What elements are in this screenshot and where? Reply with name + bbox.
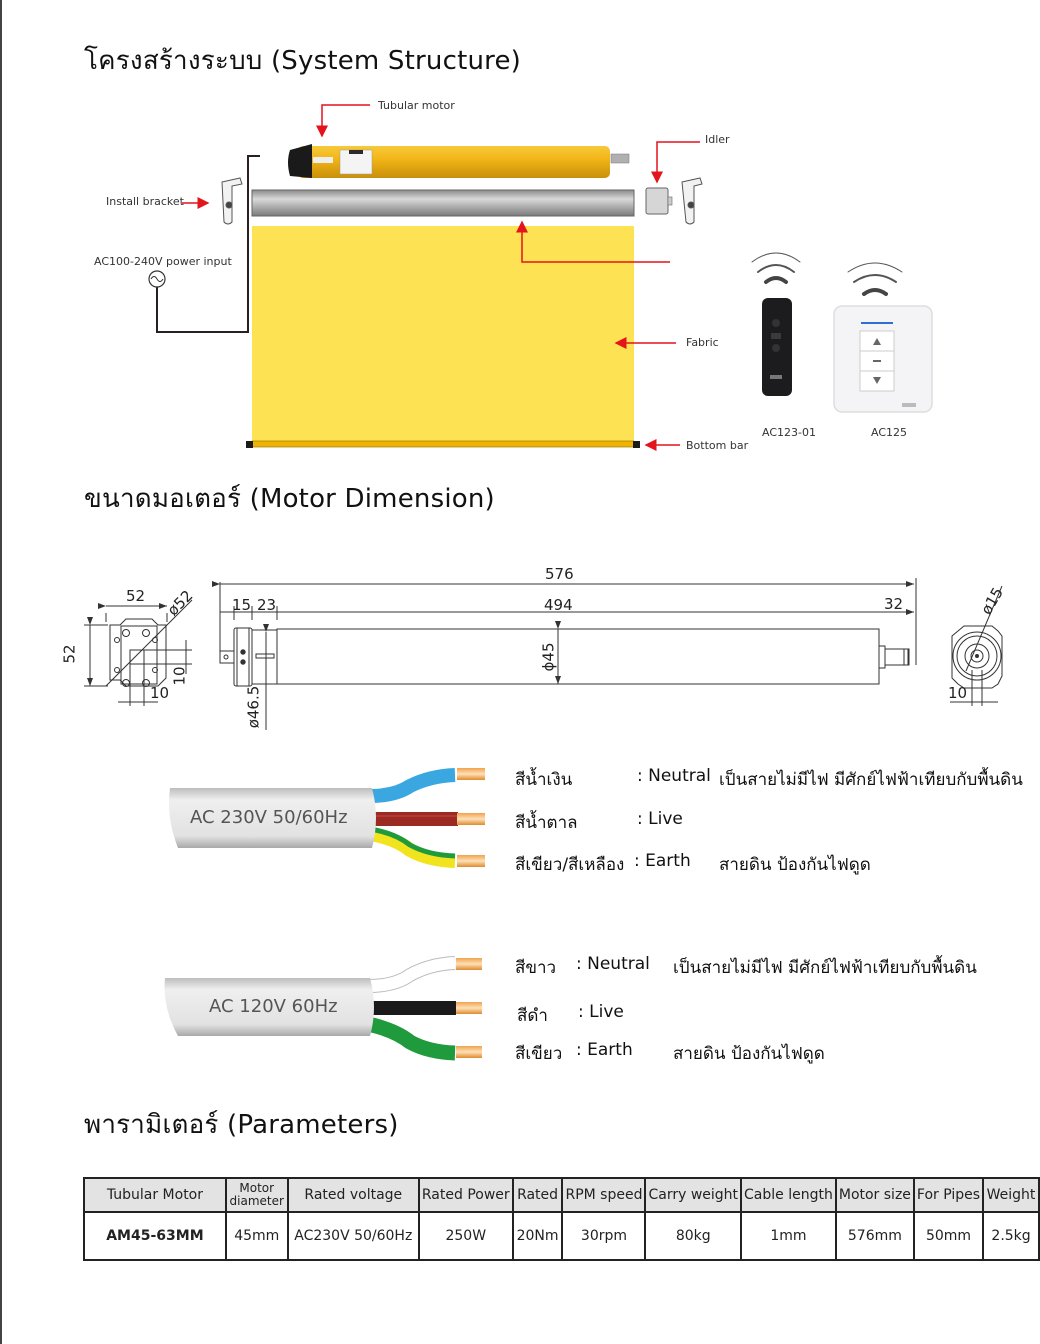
cell-cable-length: 1mm	[740, 1211, 837, 1261]
label-ac125: AC125	[871, 426, 908, 439]
label-bottom-bar: Bottom bar	[686, 439, 749, 452]
wireless-signal-icon	[751, 252, 801, 284]
cell-rated-voltage: AC230V 50/60Hz	[286, 1211, 420, 1261]
col-header: Tubular Motor	[83, 1177, 227, 1213]
dim-tube-length: 494	[544, 596, 573, 614]
callout-arrows	[182, 104, 700, 451]
wire-color-black: สีดำ	[517, 1006, 548, 1026]
cell-rated-power: 250W	[417, 1211, 514, 1261]
dim-shaft-length: 32	[884, 595, 904, 613]
table-header-row: Tubular Motor Motor diameter Rated volta…	[83, 1177, 1040, 1213]
wire-desc-earth: สายดิน ป้องกันไฟดูด	[719, 855, 871, 875]
wiring-diagrams	[164, 768, 485, 1061]
cell-rpm-speed: 30rpm	[561, 1211, 647, 1261]
cable-120v-image	[164, 956, 482, 1061]
wireless-signal-icon	[847, 262, 903, 296]
motor-dimension-drawing	[84, 578, 1003, 730]
wire-function-neutral: : Neutral	[576, 954, 650, 974]
ac123-01-remote-image	[762, 298, 792, 396]
wire-color-blue: สีน้ำเงิน	[515, 770, 573, 790]
wire-desc-earth: สายดิน ป้องกันไฟดูด	[673, 1044, 825, 1064]
cable-230v-image	[169, 768, 485, 868]
dim-shaft-square: 10	[948, 684, 968, 702]
wire-function-earth: : Earth	[634, 851, 691, 871]
install-bracket-right	[681, 177, 703, 225]
col-header: For Pipes	[912, 1177, 985, 1213]
dim-bracket-square-w: 10	[150, 684, 170, 702]
wire-color-white: สีขาว	[515, 958, 557, 978]
label-tubular-motor: Tubular motor	[378, 99, 455, 112]
motor-end-view	[950, 585, 1003, 706]
cell-model: AM45-63MM	[83, 1211, 227, 1261]
col-header: Rated voltage	[286, 1177, 420, 1213]
power-cable-line	[156, 155, 260, 333]
roller-tube	[251, 189, 635, 217]
label-ac123-01: AC123-01	[762, 426, 816, 439]
label-power-input: AC100-240V power input	[94, 255, 232, 268]
cable-230v-label: AC 230V 50/60Hz	[190, 807, 348, 828]
dim-head-a: 15	[232, 596, 252, 614]
table-row: AM45-63MM 45mm AC230V 50/60Hz 250W 20Nm …	[83, 1211, 1040, 1261]
cell-carry-weight: 80kg	[644, 1211, 743, 1261]
dim-bracket-width: 52	[126, 587, 146, 605]
col-header: RPM speed	[561, 1177, 647, 1213]
dim-head-b: 23	[257, 596, 277, 614]
cell-motor-diameter: 45mm	[224, 1211, 289, 1261]
wire-function-live: : Live	[578, 1002, 624, 1022]
motor-dimension-title: ขนาดมอเตอร์ (Motor Dimension)	[84, 484, 495, 514]
wire-function-live: : Live	[637, 809, 683, 829]
wire-desc-neutral: เป็นสายไม่มีไฟ มีศักย์ไฟฟ้าเทียบกับพื้นด…	[673, 958, 977, 978]
wire-color-green: สีเขียว	[515, 1044, 563, 1064]
label-idler: Idler	[705, 133, 730, 146]
bottom-bar	[246, 440, 640, 448]
wire-function-neutral: : Neutral	[637, 766, 711, 786]
system-structure-diagram	[148, 104, 933, 451]
motor-side-view	[212, 578, 917, 730]
ac-source-icon	[148, 270, 166, 288]
page-left-border	[0, 0, 2, 1344]
bracket-front-view	[84, 599, 193, 706]
cell-weight: 2.5kg	[982, 1211, 1040, 1261]
cell-for-pipes: 50mm	[912, 1211, 985, 1261]
idler-image	[645, 187, 673, 215]
col-header: Weight	[982, 1177, 1040, 1213]
wire-color-green-yellow: สีเขียว/สีเหลือง	[515, 855, 625, 875]
wire-desc-neutral: เป็นสายไม่มีไฟ มีศักย์ไฟฟ้าเทียบกับพื้นด…	[719, 770, 1023, 790]
cell-rated-torque: 20Nm	[511, 1211, 564, 1261]
col-header: Rated	[511, 1177, 564, 1213]
install-bracket-left	[221, 177, 243, 225]
tubular-motor-image	[288, 144, 630, 178]
wire-function-earth: : Earth	[576, 1040, 633, 1060]
col-header: Motor diameter	[224, 1177, 289, 1213]
label-install-bracket: Install bracket	[106, 195, 184, 208]
col-header: Carry weight	[644, 1177, 743, 1213]
parameters-title: พารามิเตอร์ (Parameters)	[84, 1110, 399, 1140]
cell-motor-size: 576mm	[834, 1211, 915, 1261]
col-header: Cable length	[740, 1177, 837, 1213]
col-header: Rated Power	[417, 1177, 514, 1213]
label-fabric: Fabric	[686, 336, 719, 349]
cable-120v-label: AC 120V 60Hz	[209, 996, 338, 1017]
ac125-wall-switch-image	[833, 305, 933, 413]
col-header: Motor size	[834, 1177, 915, 1213]
dim-overall-length: 576	[545, 565, 574, 583]
wire-color-brown: สีน้ำตาล	[515, 813, 578, 833]
system-structure-title: โครงสร้างระบบ (System Structure)	[84, 46, 522, 76]
parameters-table: Tubular Motor Motor diameter Rated volta…	[83, 1177, 1040, 1261]
